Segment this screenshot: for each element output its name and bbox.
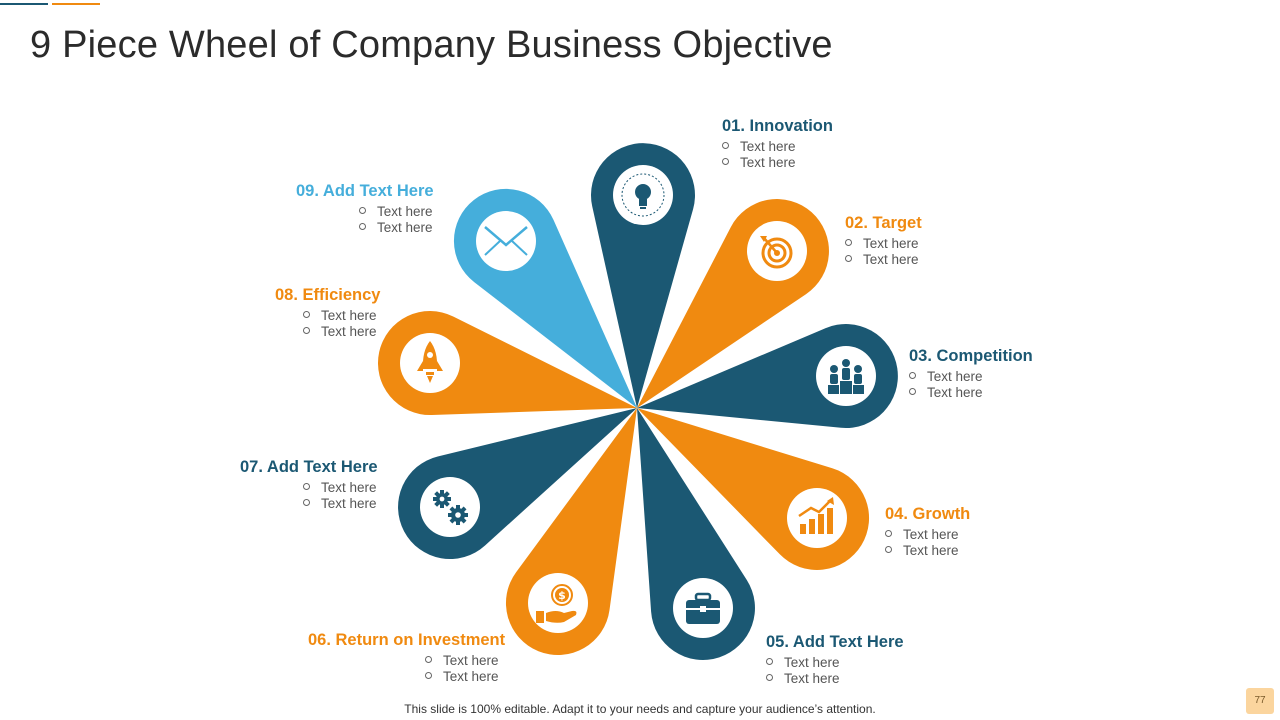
bullet-item: Text here bbox=[885, 527, 970, 543]
petal-title-3: 03. Competition bbox=[909, 347, 1033, 365]
petal-bullets-9: Text here Text here bbox=[359, 204, 434, 236]
icons-layer: $ bbox=[400, 165, 876, 638]
bullet-item: Text here bbox=[359, 220, 434, 236]
petal-label-9: 09. Add Text Here Text here Text here bbox=[296, 182, 434, 236]
bullet-item: Text here bbox=[766, 671, 904, 687]
petal-bullets-3: Text here Text here bbox=[909, 369, 1033, 401]
bullet-item: Text here bbox=[885, 543, 970, 559]
bullet-item: Text here bbox=[722, 139, 833, 155]
gears-icon bbox=[420, 477, 480, 537]
bullet-item: Text here bbox=[303, 324, 380, 340]
petal-bullets-8: Text here Text here bbox=[303, 308, 380, 340]
petal-label-6: 06. Return on Investment Text here Text … bbox=[308, 631, 505, 685]
petal-bullets-1: Text here Text here bbox=[722, 139, 833, 171]
petal-label-5: 05. Add Text Here Text here Text here bbox=[766, 633, 904, 687]
petal-bullets-2: Text here Text here bbox=[845, 236, 922, 268]
bullet-item: Text here bbox=[425, 669, 505, 685]
petal-label-2: 02. Target Text here Text here bbox=[845, 214, 922, 268]
bullet-item: Text here bbox=[303, 480, 378, 496]
svg-text:$: $ bbox=[558, 589, 566, 602]
petal-label-8: 08. Efficiency Text here Text here bbox=[275, 286, 380, 340]
petal-label-4: 04. Growth Text here Text here bbox=[885, 505, 970, 559]
petal-title-5: 05. Add Text Here bbox=[766, 633, 904, 651]
bullet-item: Text here bbox=[909, 369, 1033, 385]
petal-bullets-7: Text here Text here bbox=[303, 480, 378, 512]
petal-title-4: 04. Growth bbox=[885, 505, 971, 523]
money-hand-icon: $ bbox=[528, 573, 588, 633]
briefcase-icon bbox=[673, 578, 733, 638]
slide-title: 9 Piece Wheel of Company Business Object… bbox=[30, 24, 833, 66]
bullet-item: Text here bbox=[303, 308, 380, 324]
bullet-item: Text here bbox=[845, 252, 922, 268]
petal-title-6: 06. Return on Investment bbox=[308, 631, 506, 649]
petal-bullets-6: Text here Text here bbox=[425, 653, 505, 685]
rocket-icon bbox=[400, 333, 460, 393]
petal-bullets-5: Text here Text here bbox=[766, 655, 904, 687]
petal-title-1: 01. Innovation bbox=[722, 117, 833, 135]
top-accent-line-teal bbox=[0, 3, 48, 5]
podium-icon bbox=[816, 346, 876, 406]
petal-label-1: 01. Innovation Text here Text here bbox=[722, 117, 833, 171]
envelope-icon bbox=[476, 211, 536, 271]
top-accent-line-orange bbox=[52, 3, 100, 5]
bullet-item: Text here bbox=[766, 655, 904, 671]
petal-bullets-4: Text here Text here bbox=[885, 527, 970, 559]
slide-footer: This slide is 100% editable. Adapt it to… bbox=[404, 702, 876, 716]
bullet-item: Text here bbox=[909, 385, 1033, 401]
petal-title-7: 07. Add Text Here bbox=[240, 458, 378, 476]
bullet-item: Text here bbox=[425, 653, 505, 669]
bullet-item: Text here bbox=[359, 204, 434, 220]
bullet-item: Text here bbox=[303, 496, 378, 512]
bullet-item: Text here bbox=[722, 155, 833, 171]
petal-title-9: 09. Add Text Here bbox=[296, 182, 434, 200]
page-number: 77 bbox=[1246, 688, 1274, 714]
lightbulb-icon bbox=[613, 165, 673, 225]
growth-chart-icon bbox=[787, 488, 847, 548]
petal-title-8: 08. Efficiency bbox=[275, 286, 381, 304]
bullet-item: Text here bbox=[845, 236, 922, 252]
petal-title-2: 02. Target bbox=[845, 214, 922, 232]
petal-label-3: 03. Competition Text here Text here bbox=[909, 347, 1033, 401]
petal-label-7: 07. Add Text Here Text here Text here bbox=[240, 458, 378, 512]
target-icon bbox=[747, 221, 807, 281]
